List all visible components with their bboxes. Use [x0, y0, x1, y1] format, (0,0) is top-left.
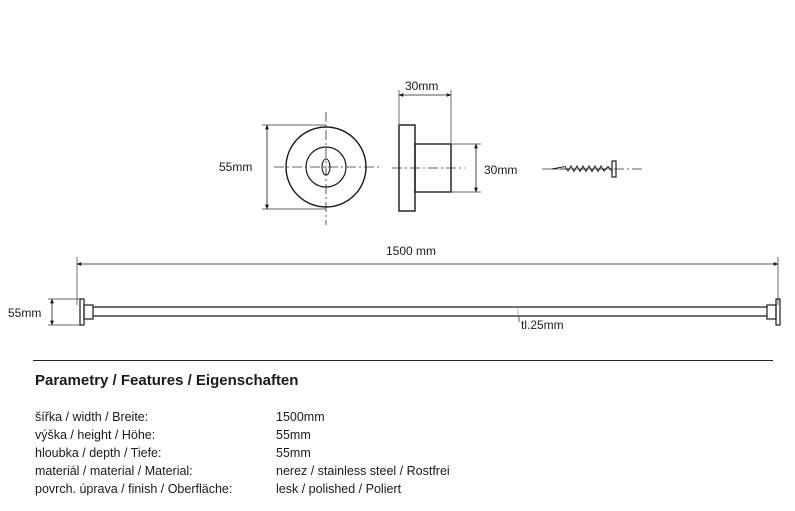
- rod-right-connector: [766, 304, 777, 320]
- rod-left-connector: [83, 304, 94, 320]
- side-depth-label: 30mm: [405, 79, 438, 93]
- spec-label: materiál / material / Material:: [35, 464, 193, 478]
- spec-label: povrch. úprava / finish / Oberfläche:: [35, 482, 233, 496]
- screw-head: [611, 160, 617, 178]
- spec-row-depth: hloubka / depth / Tiefe: 55mm: [35, 446, 735, 464]
- rosette-outer-circle: [285, 126, 367, 208]
- section-divider: [33, 360, 773, 361]
- rod-end-height-dimension: 55mm: [8, 298, 80, 326]
- towel-rod: [79, 298, 781, 326]
- spec-value: 55mm: [276, 428, 311, 442]
- spec-value: 55mm: [276, 446, 311, 460]
- front-height-label: 55mm: [219, 160, 252, 174]
- side-height-label: 30mm: [484, 163, 517, 177]
- rosette-inner-circle: [305, 146, 347, 188]
- rosette-screw-hole: [321, 158, 331, 176]
- rod-length-dimension: 1500 mm: [76, 244, 779, 305]
- spec-table: šířka / width / Breite: 1500mm výška / h…: [35, 410, 735, 500]
- spec-label: hloubka / depth / Tiefe:: [35, 446, 162, 460]
- features-title: Parametry / Features / Eigenschaften: [35, 372, 299, 389]
- side-view-body: [414, 143, 452, 193]
- rod-end-height-label: 55mm: [8, 306, 41, 320]
- spec-row-height: výška / height / Höhe: 55mm: [35, 428, 735, 446]
- spec-value: nerez / stainless steel / Rostfrei: [276, 464, 450, 478]
- spec-label: šířka / width / Breite:: [35, 410, 149, 424]
- spec-row-finish: povrch. úprava / finish / Oberfläche: le…: [35, 482, 735, 500]
- rod-thickness-label: tl.25mm: [521, 318, 564, 332]
- side-view-rosette: 30mm 30mm: [392, 79, 517, 212]
- rod-right-rosette: [775, 298, 781, 326]
- rod-thickness-callout: tl.25mm: [518, 316, 564, 332]
- spec-row-material: materiál / material / Material: nerez / …: [35, 464, 735, 482]
- spec-label: výška / height / Höhe:: [35, 428, 156, 442]
- screw-drawing: [542, 160, 645, 178]
- spec-row-width: šířka / width / Breite: 1500mm: [35, 410, 735, 428]
- rod-length-label: 1500 mm: [386, 244, 436, 258]
- spec-value: 1500mm: [276, 410, 325, 424]
- front-view-rosette: 55mm: [219, 112, 380, 225]
- spec-value: lesk / polished / Poliert: [276, 482, 402, 496]
- technical-drawing: 55mm 30mm 30mm 1500 mm: [8, 79, 781, 332]
